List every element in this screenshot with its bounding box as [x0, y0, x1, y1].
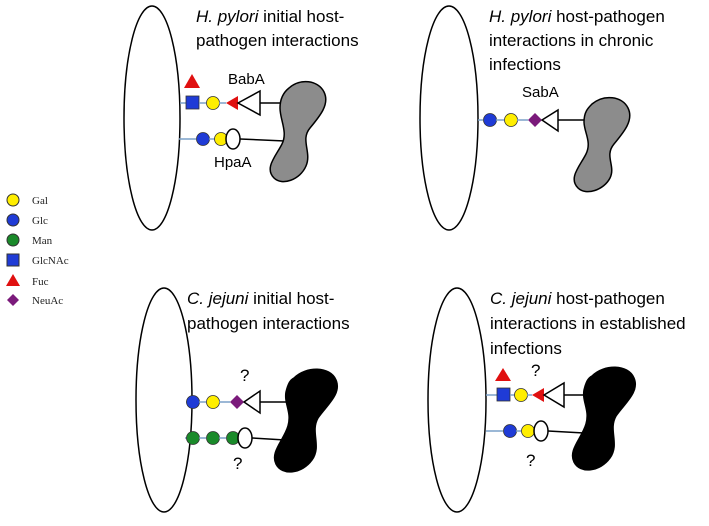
saba-adhesin-icon [540, 108, 559, 133]
legend-label-glc: Glc [32, 215, 48, 227]
c-jejuni-bacterium-icon [273, 368, 339, 473]
panel-title-line2: interactions in chronic [489, 31, 654, 50]
host-cell-membrane [123, 5, 181, 231]
panel-hp-chronic: H. pylori host-pathogen interactions in … [419, 5, 665, 231]
host-cell-membrane [135, 287, 193, 513]
unknown-adhesin-label: ? [233, 454, 242, 473]
gal-icon [206, 395, 220, 409]
fuc-icon [226, 96, 238, 110]
adhesin-stalk [251, 437, 286, 441]
glc-legend-icon [6, 213, 20, 227]
panel-title: H. pylori initial host- [196, 7, 344, 26]
adhesin-stalk [239, 138, 286, 142]
gal-icon [521, 424, 535, 438]
glc-icon [483, 113, 497, 127]
unknown-adhesin-icon [237, 427, 253, 449]
adhesin-stalk [547, 430, 585, 434]
legend-label-neuac: NeuAc [32, 295, 63, 307]
glc-icon [196, 132, 210, 146]
hpaa-adhesin-icon [225, 128, 241, 150]
panel-cj-initial: C. jejuni initial host- pathogen interac… [135, 287, 350, 513]
panel-title-line2: pathogen interactions [196, 31, 359, 50]
baba-adhesin-icon [236, 89, 261, 117]
h-pylori-bacterium-icon [573, 96, 631, 193]
fuc-icon [495, 368, 511, 381]
gal-icon [504, 113, 518, 127]
panel-title-line2: pathogen interactions [187, 314, 350, 333]
c-jejuni-bacterium-icon [571, 366, 637, 471]
baba-label: BabA [228, 71, 265, 88]
neuac-icon [230, 395, 244, 409]
panel-title: C. jejuni initial host- [187, 289, 334, 308]
host-cell-membrane [427, 287, 487, 513]
unknown-adhesin-icon [542, 381, 565, 409]
glcnac-icon [496, 387, 511, 402]
gal-icon [206, 96, 220, 110]
gal-legend-icon [6, 193, 20, 207]
hpaa-label: HpaA [214, 154, 252, 171]
panel-title: C. jejuni host-pathogen [490, 289, 665, 308]
fuc-legend-icon [6, 274, 20, 286]
unknown-adhesin-label: ? [240, 366, 249, 385]
panel-title-line3: infections [489, 55, 561, 74]
man-icon [186, 431, 200, 445]
neuac-legend-icon [7, 294, 19, 306]
panel-cj-established: C. jejuni host-pathogen interactions in … [427, 287, 686, 513]
neuac-icon [528, 113, 542, 127]
glc-icon [186, 395, 200, 409]
panel-title: H. pylori host-pathogen [489, 7, 665, 26]
glcnac-icon [185, 95, 200, 110]
man-icon [206, 431, 220, 445]
host-cell-membrane [419, 5, 479, 231]
legend-label-man: Man [32, 235, 53, 247]
unknown-adhesin-icon [242, 389, 261, 415]
panel-hp-initial: H. pylori initial host- pathogen interac… [123, 5, 359, 231]
panel-title-line2: interactions in established [490, 314, 686, 333]
legend-label-fuc: Fuc [32, 276, 49, 288]
glcnac-legend-icon [6, 253, 20, 267]
legend-label-gal: Gal [32, 195, 48, 207]
legend: Gal Glc Man GlcNAc Fuc NeuAc [6, 193, 69, 307]
unknown-adhesin-label: ? [526, 451, 535, 470]
h-pylori-bacterium-icon [269, 80, 327, 183]
fuc-icon [532, 388, 544, 402]
fuc-icon [184, 74, 200, 88]
glc-icon [503, 424, 517, 438]
saba-label: SabA [522, 84, 559, 101]
legend-label-glcnac: GlcNAc [32, 255, 69, 267]
gal-icon [514, 388, 528, 402]
unknown-adhesin-label: ? [531, 361, 540, 380]
panel-title-line3: infections [490, 339, 562, 358]
man-legend-icon [6, 233, 20, 247]
unknown-adhesin-icon [533, 420, 549, 442]
